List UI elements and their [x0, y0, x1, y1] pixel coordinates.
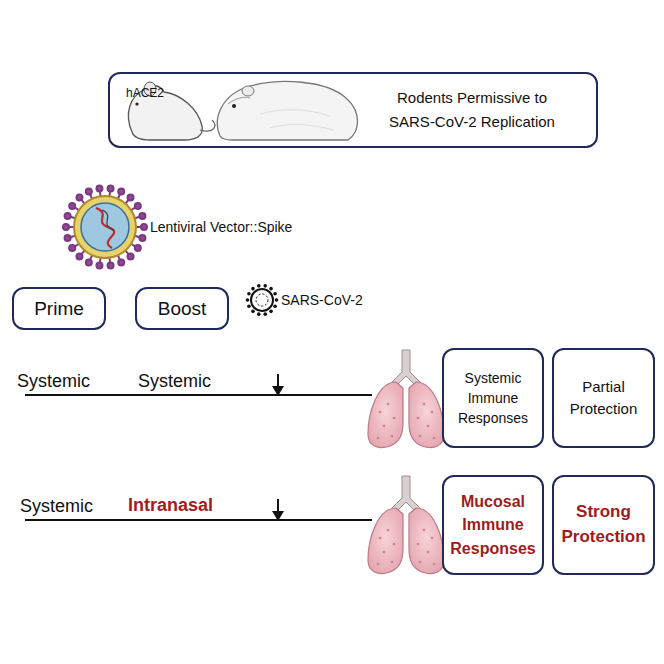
spike-head [86, 259, 92, 265]
box-text: Systemic Immune Responses [444, 368, 542, 429]
spike-head [118, 259, 124, 265]
outcome-box: Mucosal Immune Responses [442, 475, 544, 575]
outcome-box: Partial Protection [552, 348, 655, 448]
spike-head [108, 263, 114, 269]
spike-head [139, 213, 145, 219]
arrowhead [272, 386, 284, 396]
virus-spike [257, 312, 261, 316]
route-label: Intranasal [128, 495, 213, 516]
outcome-box: Strong Protection [552, 475, 655, 575]
lungs [368, 476, 444, 574]
virus-spike [251, 287, 255, 291]
step-box: Prime [12, 287, 106, 330]
spike-head [118, 189, 124, 195]
box-text: Strong Protection [554, 500, 653, 549]
box-text: Partial Protection [554, 376, 653, 420]
spike-head [139, 235, 145, 241]
virus-spike [247, 304, 251, 308]
virus-spike [275, 298, 279, 302]
virus-spike [247, 292, 251, 296]
step-box: Boost [135, 287, 229, 330]
spike-head [65, 235, 71, 241]
spike-head [135, 245, 141, 251]
route-label: Systemic [17, 371, 90, 392]
virus-spike [257, 284, 261, 288]
virus-spike [269, 310, 273, 314]
lentiviral-vector [63, 185, 147, 268]
timeline [25, 394, 372, 396]
model-label: hACE2 [126, 86, 164, 100]
virus-spike [273, 304, 277, 308]
arrowhead [272, 511, 284, 521]
spike-head [96, 185, 102, 191]
lungs [368, 350, 444, 448]
box-text: Prime [34, 295, 84, 323]
spike-head [128, 253, 134, 259]
virus-spike [263, 284, 267, 288]
virus-spike [263, 312, 267, 316]
spike-head [76, 195, 82, 201]
spike-head [108, 185, 114, 191]
rodent-illustration [110, 74, 596, 146]
box-text: Boost [158, 295, 207, 323]
virus-icon [246, 284, 279, 316]
route-label: Systemic [20, 496, 93, 517]
virus-spike [269, 287, 273, 291]
spike-head [63, 224, 69, 230]
virus-label: SARS-CoV-2 [281, 292, 363, 308]
spike-head [69, 203, 75, 209]
virus-spike [251, 310, 255, 314]
spike-head [96, 263, 102, 269]
spike-head [128, 195, 134, 201]
route-label: Systemic [138, 371, 211, 392]
spike-head [65, 213, 71, 219]
spike-head [69, 245, 75, 251]
virus-spike [273, 292, 277, 296]
species-box: hACE2 Rodents Permissive to SARS-CoV-2 Re… [108, 72, 598, 148]
timeline [25, 519, 372, 521]
spike-head [135, 203, 141, 209]
spike-head [76, 253, 82, 259]
vector-label: Lentiviral Vector::Spike [150, 219, 292, 235]
spike-head [141, 224, 147, 230]
virus-spike [246, 298, 250, 302]
box-title: Rodents Permissive to SARS-CoV-2 Replica… [372, 86, 572, 134]
spike-head [86, 189, 92, 195]
outcome-box: Systemic Immune Responses [442, 348, 544, 448]
box-text: Mucosal Immune Responses [444, 490, 542, 560]
